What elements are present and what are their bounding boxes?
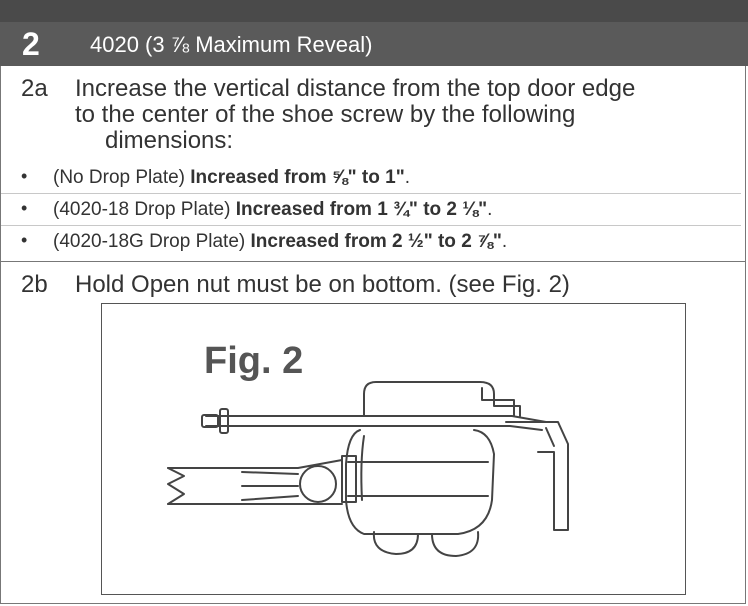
bullet-item-4020-18g-drop-plate: • (4020-18G Drop Plate) Increased from 2…: [1, 226, 741, 258]
bullet-icon: •: [21, 166, 28, 186]
bullet-text: (4020-18G Drop Plate) Increased from 2 ½…: [53, 231, 507, 253]
header-top-strip: [0, 0, 748, 22]
bullet-icon: •: [21, 230, 28, 250]
section-2b-panel: 2b Hold Open nut must be on bottom. (see…: [0, 262, 746, 604]
bullet-text: (4020-18 Drop Plate) Increased from 1 ¾"…: [53, 199, 492, 221]
bullet-bold: Increased from 2 ½" to 2 ⅞": [250, 231, 502, 252]
section-2a-panel: 2a Increase the vertical distance from t…: [0, 66, 746, 262]
right-arm-inner: [545, 427, 555, 447]
main-body: [345, 429, 495, 535]
shaft-collar: [219, 408, 229, 434]
bullet-prefix: (4020-18 Drop Plate): [53, 199, 236, 220]
forearm-break: [167, 467, 185, 505]
step-header: 2 4020 (3 ⅞ Maximum Reveal): [0, 0, 748, 66]
forearm-top: [167, 459, 343, 469]
section-2a-label: 2a: [21, 75, 48, 102]
bullet-text: (No Drop Plate) Increased from ⅝" to 1".: [53, 167, 410, 189]
section-2a-text-line3: dimensions:: [105, 127, 234, 154]
arm-bracket: [341, 455, 357, 503]
step-title: 4020 (3 ⅞ Maximum Reveal): [90, 32, 373, 57]
bullet-icon: •: [21, 198, 28, 218]
bullet-item-no-drop-plate: • (No Drop Plate) Increased from ⅝" to 1…: [1, 162, 741, 194]
right-arm: [505, 421, 569, 531]
bullet-item-4020-18-drop-plate: • (4020-18 Drop Plate) Increased from 1 …: [1, 194, 741, 226]
body-fold: [360, 435, 365, 501]
bullet-bold: Increased from ⅝" to 1": [190, 167, 405, 188]
shaft-rod: [205, 415, 547, 423]
bullet-prefix: (No Drop Plate): [53, 167, 191, 188]
step-number: 2: [22, 26, 40, 62]
shaft-end: [201, 414, 219, 428]
bullet-suffix: .: [487, 199, 493, 220]
forearm-taper-top: [241, 471, 299, 475]
forearm-taper-bottom: [241, 495, 299, 501]
section-2b-label: 2b: [21, 271, 48, 298]
elbow-pin: [299, 465, 337, 503]
bullet-prefix: (4020-18G Drop Plate): [53, 231, 251, 252]
section-2b-text: Hold Open nut must be on bottom. (see Fi…: [75, 271, 570, 298]
housing-cap-inner: [481, 387, 515, 417]
bullet-suffix: .: [404, 167, 410, 188]
closer-assembly-drawing: [167, 381, 569, 557]
figure-label: Fig. 2: [204, 340, 304, 382]
section-2a-text-line2: to the center of the shoe screw by the f…: [75, 101, 576, 128]
hold-open-nut-right: [431, 531, 480, 557]
bullet-suffix: .: [501, 231, 508, 252]
shaft-rod-bottom: [205, 425, 543, 431]
hold-open-nut-left: [372, 531, 419, 555]
section-2a-text-line1: Increase the vertical distance from the …: [75, 75, 636, 102]
housing-cap: [363, 381, 521, 417]
figure-2: Fig. 2: [101, 303, 686, 595]
bullet-bold: Increased from 1 ¾" to 2 ⅛": [235, 199, 488, 220]
